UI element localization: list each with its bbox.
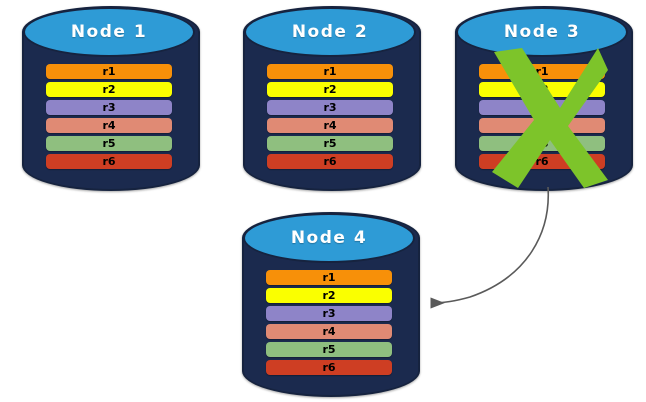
record-row[interactable]: r5 [267, 136, 393, 151]
record-row[interactable]: r4 [266, 324, 392, 339]
record-label: r5 [322, 343, 336, 356]
node-3[interactable]: Node 3 r1 r2 r3 r4 r5 r6 [455, 6, 633, 191]
record-row[interactable]: r4 [46, 118, 172, 133]
record-row[interactable]: r4 [479, 118, 605, 133]
record-label: r3 [322, 307, 336, 320]
record-label: r6 [322, 361, 336, 374]
node-1-records: r1 r2 r3 r4 r5 r6 [22, 64, 196, 169]
record-row[interactable]: r1 [267, 64, 393, 79]
record-label: r1 [102, 65, 116, 78]
record-label: r2 [322, 289, 336, 302]
record-label: r1 [322, 271, 336, 284]
record-row[interactable]: r3 [267, 100, 393, 115]
record-label: r4 [535, 119, 549, 132]
record-label: r1 [323, 65, 337, 78]
record-row[interactable]: r3 [266, 306, 392, 321]
record-row[interactable]: r1 [46, 64, 172, 79]
record-label: r1 [535, 65, 549, 78]
record-label: r2 [102, 83, 116, 96]
record-label: r2 [535, 83, 549, 96]
node-4-top-ellipse: Node 4 [243, 213, 415, 263]
record-row[interactable]: r6 [46, 154, 172, 169]
record-label: r2 [323, 83, 337, 96]
record-label: r4 [322, 325, 336, 338]
record-row[interactable]: r3 [46, 100, 172, 115]
record-row[interactable]: r1 [479, 64, 605, 79]
node-1[interactable]: Node 1 r1 r2 r3 r4 r5 r6 [22, 6, 200, 191]
record-row[interactable]: r2 [267, 82, 393, 97]
record-row[interactable]: r3 [479, 100, 605, 115]
record-label: r5 [535, 137, 549, 150]
record-label: r5 [102, 137, 116, 150]
node-2-records: r1 r2 r3 r4 r5 r6 [243, 64, 417, 169]
node-2-top-ellipse: Node 2 [244, 7, 416, 57]
record-label: r5 [323, 137, 337, 150]
record-row[interactable]: r4 [267, 118, 393, 133]
node-2[interactable]: Node 2 r1 r2 r3 r4 r5 r6 [243, 6, 421, 191]
record-row[interactable]: r2 [266, 288, 392, 303]
record-label: r3 [323, 101, 337, 114]
record-label: r4 [323, 119, 337, 132]
replication-arrow-path [430, 186, 550, 309]
record-row[interactable]: r5 [266, 342, 392, 357]
record-label: r3 [102, 101, 116, 114]
record-label: r3 [535, 101, 549, 114]
record-row[interactable]: r6 [479, 154, 605, 169]
node-1-top-ellipse: Node 1 [23, 7, 195, 57]
node-1-label: Node 1 [70, 22, 148, 42]
record-row[interactable]: r5 [479, 136, 605, 151]
record-label: r6 [323, 155, 337, 168]
record-row[interactable]: r6 [266, 360, 392, 375]
record-label: r6 [535, 155, 549, 168]
node-2-label: Node 2 [291, 22, 369, 42]
record-row[interactable]: r2 [479, 82, 605, 97]
node-4-label: Node 4 [290, 228, 368, 248]
record-row[interactable]: r6 [267, 154, 393, 169]
node-4[interactable]: Node 4 r1 r2 r3 r4 r5 r6 [242, 212, 420, 397]
node-3-label: Node 3 [503, 22, 581, 42]
record-label: r6 [102, 155, 116, 168]
node-3-top-ellipse: Node 3 [456, 7, 628, 57]
record-row[interactable]: r2 [46, 82, 172, 97]
node-4-records: r1 r2 r3 r4 r5 r6 [242, 270, 416, 375]
record-row[interactable]: r5 [46, 136, 172, 151]
node-3-records: r1 r2 r3 r4 r5 r6 [455, 64, 629, 169]
record-label: r4 [102, 119, 116, 132]
record-row[interactable]: r1 [266, 270, 392, 285]
